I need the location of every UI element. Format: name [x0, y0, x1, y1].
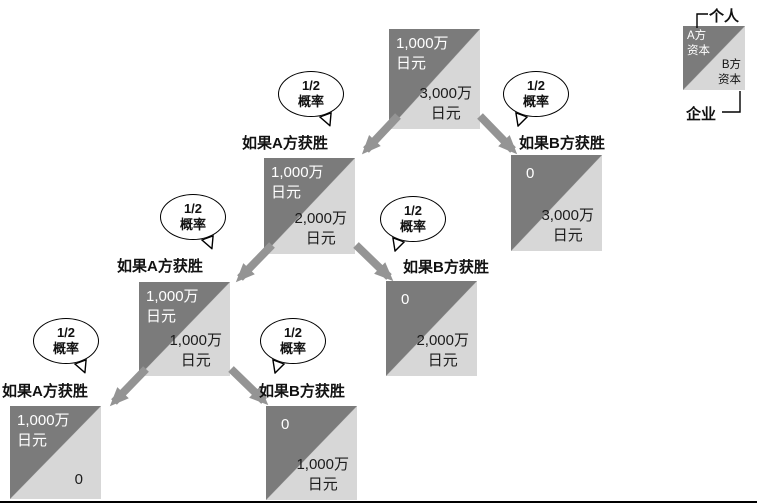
- probability-bubble: 1/2 概率: [260, 318, 326, 375]
- label-if-a-wins-2: 如果A方获胜: [117, 258, 203, 275]
- label-if-a-wins-3: 如果A方获胜: [2, 383, 88, 400]
- label-if-b-wins-3: 如果B方获胜: [259, 383, 345, 400]
- a-side-amount: 1,000万 日元: [396, 35, 449, 73]
- probability-bubble: 1/2 概率: [380, 196, 446, 253]
- probability-bubble: 1/2 概率: [278, 71, 344, 128]
- legend-b-capital-label: B方 资本: [718, 59, 741, 87]
- probability-word: 概率: [52, 341, 79, 356]
- probability-fraction: 1/2: [403, 203, 423, 219]
- legend-capital-box: A方 资本 B方 资本: [683, 26, 745, 90]
- b-side-amount: 1,000万 日元: [296, 455, 349, 493]
- probability-word: 概率: [179, 217, 206, 232]
- node-level3-right: 0 1,000万 日元: [266, 406, 357, 500]
- node-level0: 1,000万 日元 3,000万 日元: [389, 29, 480, 129]
- probability-fraction: 1/2: [56, 325, 76, 341]
- b-side-amount: 1,000万 日元: [169, 331, 222, 369]
- probability-bubble: 1/2 概率: [33, 318, 99, 375]
- label-if-b-wins-1: 如果B方获胜: [519, 135, 605, 152]
- arrow-b-wins-2: [353, 242, 394, 282]
- node-level1-right: 0 3,000万 日元: [511, 155, 602, 251]
- legend-a-capital-label: A方 资本: [687, 30, 710, 57]
- b-side-amount: 3,000万 日元: [541, 206, 594, 244]
- node-level1-left: 1,000万 日元 2,000万 日元: [264, 158, 355, 254]
- b-side-amount: 0: [74, 470, 83, 488]
- a-side-amount: 0: [281, 416, 290, 433]
- legend-enterprise-line: [722, 91, 741, 113]
- node-level2-left: 1,000万 日元 1,000万 日元: [139, 282, 230, 376]
- legend-individual-label: 个人: [709, 8, 740, 25]
- probability-fraction: 1/2: [301, 78, 321, 94]
- arrow-b-wins-1: [477, 113, 518, 155]
- probability-fraction: 1/2: [526, 78, 546, 94]
- bubble-tail-icon: [200, 234, 214, 251]
- a-side-amount: 1,000万 日元: [146, 288, 199, 326]
- bubble-tail-icon: [318, 111, 332, 128]
- a-side-amount: 0: [401, 291, 410, 308]
- b-side-amount: 2,000万 日元: [416, 331, 469, 369]
- bubble-tail-icon: [392, 236, 406, 253]
- probability-word: 概率: [522, 94, 549, 109]
- bubble-tail-icon: [272, 358, 286, 375]
- b-side-amount: 3,000万 日元: [419, 84, 472, 122]
- probability-word: 概率: [399, 219, 426, 234]
- bubble-tail-icon: [515, 111, 529, 128]
- legend-enterprise-label: 企业: [686, 106, 717, 123]
- probability-word: 概率: [297, 94, 324, 109]
- probability-fraction: 1/2: [183, 201, 203, 217]
- label-if-b-wins-2: 如果B方获胜: [403, 259, 489, 276]
- bubble-tail-icon: [73, 358, 87, 375]
- label-if-a-wins-1: 如果A方获胜: [242, 135, 328, 152]
- probability-bubble: 1/2 概率: [160, 194, 226, 251]
- a-side-amount: 0: [526, 165, 535, 182]
- probability-bubble: 1/2 概率: [503, 71, 569, 128]
- a-side-amount: 1,000万 日元: [17, 412, 70, 450]
- probability-word: 概率: [279, 341, 306, 356]
- node-level3-left: 1,000万 日元 0: [10, 406, 101, 499]
- node-level2-right: 0 2,000万 日元: [386, 281, 477, 376]
- probability-fraction: 1/2: [283, 325, 303, 341]
- b-side-amount: 2,000万 日元: [294, 209, 347, 247]
- a-side-amount: 1,000万 日元: [271, 164, 324, 202]
